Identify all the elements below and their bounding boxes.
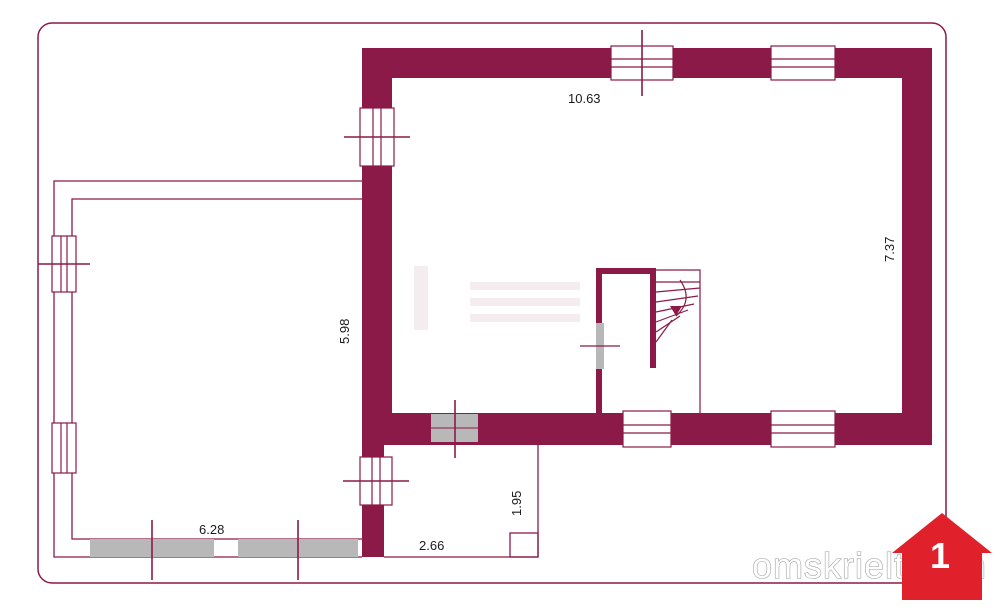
dim-terrace-height: 5.98 — [337, 319, 352, 344]
dim-main-height: 7.37 — [882, 237, 897, 262]
terrace-window-lower — [51, 422, 77, 474]
faint-watermark-graphic — [414, 266, 580, 330]
logo-number: 1 — [930, 535, 950, 576]
dim-terrace-width: 6.28 — [199, 522, 224, 537]
window-top-left — [610, 30, 674, 96]
dim-porch-width: 2.66 — [419, 538, 444, 553]
lot-border — [37, 22, 947, 584]
stair-enclosure — [596, 268, 656, 414]
windows — [38, 30, 836, 506]
window-west — [344, 107, 410, 167]
window-porch — [343, 456, 409, 506]
brand-logo: 1 — [892, 513, 992, 600]
dim-main-width: 10.63 — [568, 91, 601, 106]
dim-porch-height: 1.95 — [509, 491, 524, 516]
window-bottom-right — [770, 410, 836, 448]
window-bottom-left — [622, 410, 672, 448]
door-main-entrance — [431, 400, 478, 458]
terrace-window-upper — [38, 235, 90, 293]
house-logo-icon — [892, 513, 992, 600]
main-walls — [362, 48, 932, 557]
window-top-right — [770, 45, 836, 81]
doors — [90, 323, 620, 580]
terrace-opening-left — [90, 520, 214, 580]
door-stair — [580, 323, 620, 369]
terrace-outline — [53, 180, 362, 558]
staircase — [655, 269, 701, 414]
terrace-opening-right — [238, 520, 358, 580]
stair-direction-arrow-icon — [670, 306, 682, 316]
